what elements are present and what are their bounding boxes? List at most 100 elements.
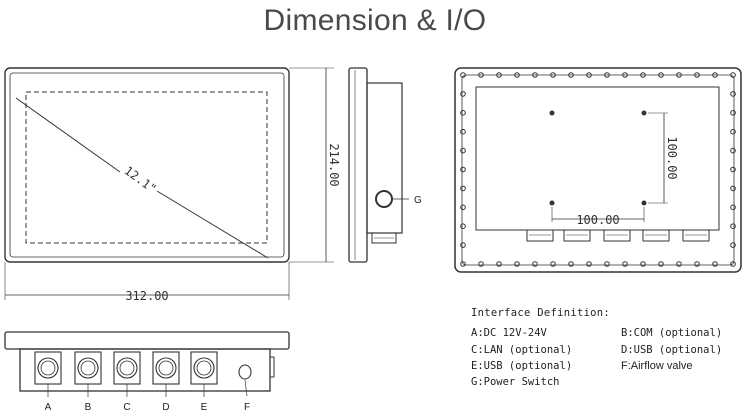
screw xyxy=(460,242,466,248)
screw xyxy=(676,72,682,78)
port-label-a: A xyxy=(45,402,52,413)
screw xyxy=(532,261,538,267)
rear-screws xyxy=(460,72,736,267)
screw xyxy=(730,166,736,173)
screw xyxy=(730,204,736,211)
screw xyxy=(478,261,484,267)
legend-item-g: G:Power Switch xyxy=(471,376,560,388)
screw xyxy=(586,72,592,78)
mount-hole-top-left xyxy=(549,110,555,116)
screw xyxy=(568,72,574,78)
side-connector xyxy=(371,232,397,244)
rear-view xyxy=(454,67,742,273)
port-label-b: B xyxy=(85,402,92,413)
port-e xyxy=(190,351,218,397)
side-body xyxy=(366,82,403,234)
bottom-side-tab xyxy=(269,356,275,378)
bottom-bezel xyxy=(4,331,290,350)
screw xyxy=(730,147,736,154)
screw xyxy=(460,185,466,192)
port-a xyxy=(34,351,62,397)
rear-connector xyxy=(563,229,591,242)
port-label-e: E xyxy=(201,402,208,413)
diagonal-line-lower xyxy=(156,190,269,259)
screw xyxy=(460,128,466,135)
legend-item-b: B:COM (optional) xyxy=(621,327,723,339)
mount-hole-bottom-right xyxy=(641,200,647,206)
screw xyxy=(676,261,682,267)
screw xyxy=(640,72,646,78)
rear-connector xyxy=(526,229,554,242)
screw xyxy=(568,261,574,267)
diagonal-label: 12.1" xyxy=(122,163,159,196)
rear-housing xyxy=(454,67,742,273)
screw xyxy=(730,185,736,192)
screw xyxy=(586,261,592,267)
vesa-vertical-label: 100.00 xyxy=(665,136,679,179)
screw xyxy=(460,110,466,116)
screw xyxy=(460,166,466,173)
front-bezel-inner xyxy=(9,72,285,258)
legend-item-a: A:DC 12V-24V xyxy=(471,327,547,339)
screw xyxy=(730,72,736,78)
mount-hole-bottom-left xyxy=(549,200,555,206)
legend-item-e: E:USB (optional) xyxy=(471,360,573,372)
rear-panel xyxy=(475,86,720,231)
screw xyxy=(730,261,736,267)
port-label-d: D xyxy=(162,402,169,413)
screw xyxy=(460,91,466,97)
side-view xyxy=(348,67,409,263)
screw xyxy=(694,72,700,78)
front-bezel xyxy=(4,67,290,263)
height-label: 214.00 xyxy=(327,143,341,186)
screw xyxy=(658,261,664,267)
port-d xyxy=(152,351,180,397)
screw xyxy=(460,72,466,78)
bottom-ports xyxy=(34,351,218,397)
screw xyxy=(604,261,610,267)
rear-connector xyxy=(603,229,631,242)
screw xyxy=(694,261,700,267)
screw xyxy=(658,72,664,78)
side-bezel xyxy=(348,67,368,263)
screw xyxy=(712,261,718,267)
port-f-leader xyxy=(244,379,248,397)
legend-item-d: D:USB (optional) xyxy=(621,344,723,356)
screw xyxy=(514,261,520,267)
port-c xyxy=(113,351,141,397)
rear-connector xyxy=(682,229,710,242)
page-title: Dimension & I/O xyxy=(263,4,487,37)
screw xyxy=(496,72,502,78)
screw xyxy=(730,223,736,229)
screw xyxy=(460,223,466,229)
screw xyxy=(604,72,610,78)
side-label-g: G xyxy=(414,195,422,206)
rear-connector xyxy=(642,229,670,242)
screw xyxy=(730,128,736,135)
legend-item-f: F:Airflow valve xyxy=(621,360,693,372)
port-b xyxy=(74,351,102,397)
diagonal-line-upper xyxy=(15,97,121,173)
screw xyxy=(622,261,628,267)
screw xyxy=(730,91,736,97)
screw xyxy=(712,72,718,78)
screw xyxy=(460,147,466,154)
legend-title: Interface Definition: xyxy=(471,307,611,319)
screw xyxy=(478,72,484,78)
bottom-view xyxy=(4,331,290,397)
rear-connectors xyxy=(526,229,710,242)
screw xyxy=(550,261,556,267)
screw xyxy=(532,72,538,78)
screw xyxy=(460,261,466,267)
port-label-c: C xyxy=(123,402,130,413)
front-view xyxy=(4,67,334,300)
screw xyxy=(550,72,556,78)
rear-housing-inner xyxy=(461,74,735,266)
width-label: 312.00 xyxy=(125,289,168,303)
screw xyxy=(640,261,646,267)
screw xyxy=(496,261,502,267)
screw xyxy=(730,110,736,116)
vesa-horizontal-label: 100.00 xyxy=(576,213,619,227)
port-f-airflow-valve xyxy=(238,364,252,380)
